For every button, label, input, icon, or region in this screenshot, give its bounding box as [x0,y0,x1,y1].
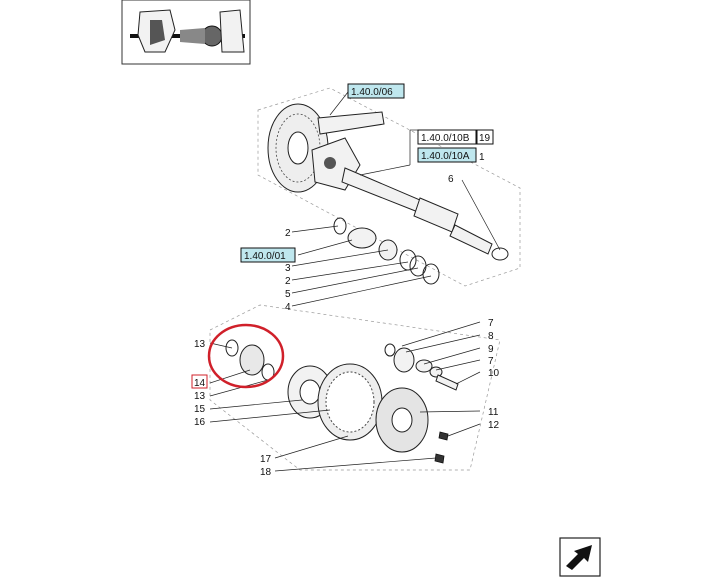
ref-1-40-0-10b[interactable]: 1.40.0/10B 19 [417,129,494,145]
part-label-10[interactable]: 10 [488,368,500,379]
part-label-8[interactable]: 8 [488,331,494,342]
differential-housing [311,111,385,191]
part-label-5[interactable]: 5 [285,289,291,300]
selected-part-box [191,374,208,389]
ref-10b-suffix: 19 [479,133,491,144]
part-label-17[interactable]: 17 [260,454,272,465]
highlight-circle [207,323,285,389]
part-label-7-second[interactable]: 7 [488,356,494,367]
ref-10a-suffix: 1 [479,152,485,163]
next-page-arrow-icon[interactable] [559,537,601,577]
crown-wheel [267,103,329,193]
part-label-6[interactable]: 6 [448,174,454,185]
assembly-thumbnail[interactable] [121,0,251,65]
part-label-15[interactable]: 15 [194,404,206,415]
planetary-gears [225,339,459,464]
part-label-11[interactable]: 11 [488,407,499,418]
part-label-13-second[interactable]: 13 [194,391,206,402]
part-label-4[interactable]: 4 [285,302,291,313]
upper-rings [333,217,440,285]
ref-1-40-0-01[interactable]: 1.40.0/01 [240,247,296,263]
part-label-9[interactable]: 9 [488,344,494,355]
part-label-12[interactable]: 12 [488,420,500,431]
leader-lines [209,91,501,472]
part-label-13[interactable]: 13 [194,339,206,350]
lower-group-outline [209,304,501,471]
part-label-18[interactable]: 18 [260,467,272,478]
part-label-2-second[interactable]: 2 [285,276,291,287]
ref-10a-text: 1.40.0/10A [421,151,470,162]
part-label-7[interactable]: 7 [488,318,494,329]
ref-top-text: 1.40.0/06 [351,87,393,98]
part-label-3[interactable]: 3 [285,263,291,274]
ref-1-40-0-10a[interactable]: 1.40.0/10A 1 [417,147,485,163]
part-label-2[interactable]: 2 [285,228,291,239]
part-label-14[interactable]: 14 [194,378,206,389]
upper-group-outline [257,87,521,287]
ref-10b-text: 1.40.0/10B [421,133,470,144]
ref-1-40-0-06[interactable]: 1.40.0/06 [347,83,405,99]
part-labels: 6 2 3 2 5 4 7 8 9 7 10 11 12 13 14 13 15… [191,174,500,478]
ref-01-text: 1.40.0/01 [244,251,286,262]
part-label-16[interactable]: 16 [194,417,206,428]
axle-shaft [341,167,509,261]
